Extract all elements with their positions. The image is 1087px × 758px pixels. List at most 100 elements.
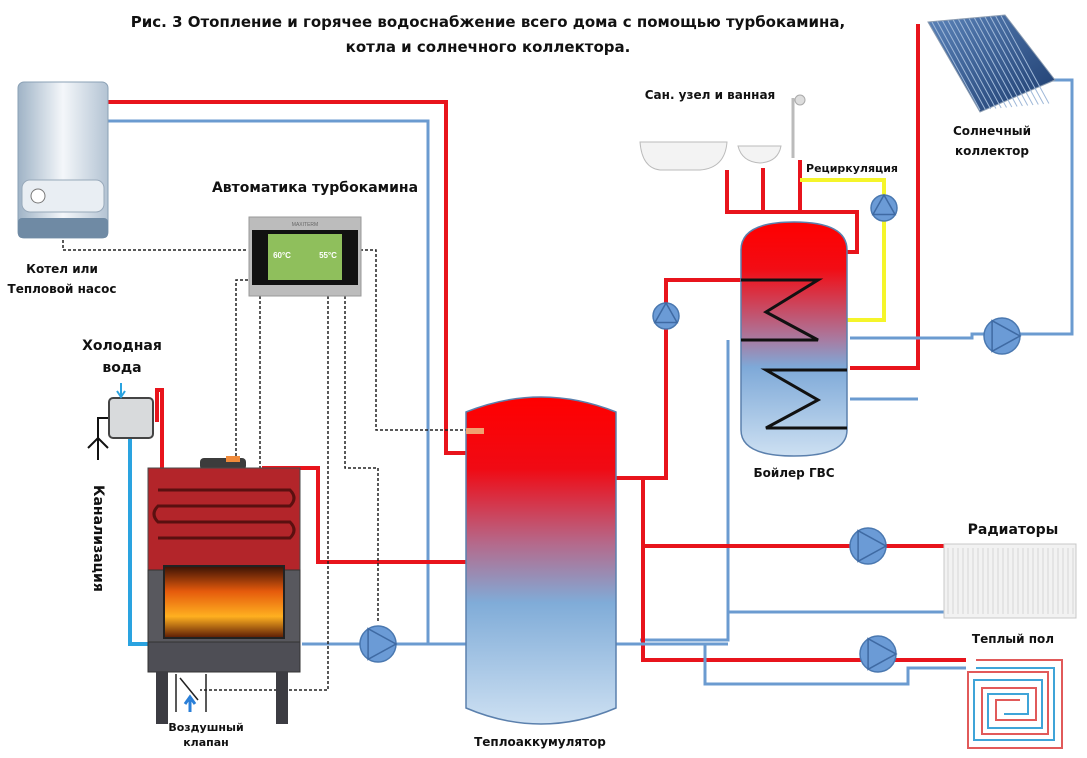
recirculation-label: Рециркуляция — [806, 162, 898, 175]
accumulator-to-dhw-coil — [616, 278, 760, 480]
floor-heating-label: Теплый пол — [972, 632, 1054, 646]
sewer-label: Канализация — [90, 485, 106, 592]
shower-head-icon — [794, 94, 806, 106]
flue-sensor-wire — [235, 279, 248, 460]
solar-tube — [1000, 15, 1050, 104]
solar-tube — [942, 20, 992, 110]
controller-brand: MAXITERM — [292, 222, 318, 228]
cold-water-label-1: Холодная — [82, 338, 162, 354]
recirculation-pipe — [800, 178, 886, 322]
solar-tube — [963, 18, 1013, 108]
solar-tube — [958, 19, 1007, 108]
boiler-base — [18, 218, 108, 238]
boiler-panel — [21, 179, 105, 213]
fixture-risers — [761, 160, 802, 212]
air-valve — [175, 674, 207, 712]
controller-panel: MAXITERM 60°C 55°C — [248, 216, 362, 297]
cold-water-tank — [108, 383, 154, 439]
solar-pump-icon — [983, 317, 1022, 355]
dhw-boiler — [740, 221, 848, 457]
solar-tube — [947, 20, 997, 109]
pumps — [359, 193, 1022, 673]
radiator — [943, 543, 1077, 619]
floor-heating-return-pipe — [703, 644, 966, 686]
controller-temp-left: 60°C — [273, 251, 291, 260]
flue-sensor — [226, 456, 240, 462]
sink-icon — [737, 145, 782, 164]
solar-label-1: Солнечный — [953, 124, 1031, 138]
solar-return-pipe — [850, 78, 1074, 340]
heat-accumulator — [465, 396, 617, 725]
bathroom-label: Сан. узел и ванная — [645, 88, 776, 102]
fireplace-circulation-pump-icon — [359, 625, 398, 663]
pipes — [87, 24, 1074, 686]
solar-tube — [936, 21, 986, 110]
fireplace-leg-right — [276, 672, 288, 724]
floor-heating-pump-icon — [859, 635, 898, 673]
solar-coil — [760, 368, 847, 430]
air-intake-arrow-icon — [183, 694, 197, 712]
bathtub-icon — [639, 141, 728, 171]
automation-label: Автоматика турбокамина — [212, 180, 418, 196]
solar-tube — [973, 17, 1023, 107]
fireplace — [147, 456, 301, 724]
dhw-coil-pump-icon — [652, 301, 680, 330]
floor-loop-hot — [967, 659, 1063, 749]
solar-tube — [995, 15, 1045, 105]
floor-heating-loop — [967, 659, 1063, 749]
radiator-pump-icon — [849, 527, 888, 565]
accumulator-sensor — [466, 428, 484, 434]
dhw-coil-return — [640, 340, 730, 642]
solar-tube — [979, 17, 1029, 106]
controller-temp-right: 55°C — [319, 251, 337, 260]
dhw-boiler-label: Бойлер ГВС — [753, 466, 834, 480]
accumulator-sensor-wire — [355, 249, 466, 431]
gas-boiler — [17, 81, 109, 239]
solar-tubes — [931, 15, 1050, 111]
controller-display — [268, 234, 342, 280]
boiler-knob-icon — [30, 188, 46, 204]
exchanger-coil — [152, 488, 296, 540]
floor-loop-cold — [973, 667, 1055, 741]
solar-tube — [989, 16, 1039, 105]
control-wires — [62, 240, 466, 691]
pump-control-wire — [344, 296, 379, 622]
fireplace-leg-left — [156, 672, 168, 724]
radiators-label: Радиаторы — [968, 522, 1059, 538]
title-line-1: Рис. 3 Отопление и горячее водоснабжение… — [131, 13, 845, 31]
solar-tube — [931, 21, 981, 111]
title-line-2: котла и солнечного коллектора. — [346, 38, 631, 56]
cold-water-pipe — [128, 412, 148, 646]
radiator-fins — [947, 548, 1074, 614]
cold-water-label-2: вода — [102, 360, 141, 376]
bathroom-hot-pipe — [725, 170, 859, 254]
boiler-label-2: Тепловой насос — [8, 282, 117, 296]
heat-exchanger — [147, 467, 301, 571]
air-valve-label-1: Воздушный — [168, 721, 243, 734]
bathroom-fixtures — [639, 94, 806, 171]
accumulator-label: Теплоаккумулятор — [474, 735, 606, 749]
solar-hot-pipe — [850, 24, 920, 370]
floor-heating-hot-pipe — [641, 478, 966, 662]
fire-window — [163, 565, 285, 639]
boiler-hot-pipe — [108, 100, 466, 455]
solar-collector — [927, 14, 1056, 113]
sewer-drain-pipe — [87, 417, 109, 460]
boiler-control-wire — [62, 240, 248, 251]
air-valve-wire — [200, 296, 329, 691]
ash-drawer — [147, 641, 301, 673]
expansion-tank — [108, 397, 154, 439]
solar-tube — [968, 18, 1018, 107]
fireplace-dhw-pipe — [155, 388, 164, 473]
solar-tube — [984, 16, 1034, 106]
boiler-body — [17, 81, 109, 239]
boiler-return-pipe — [108, 119, 430, 644]
boiler-label-1: Котел или — [26, 262, 98, 276]
recirculation-pump-icon — [870, 193, 898, 222]
air-valve-label-2: клапан — [183, 736, 229, 749]
upper-coil — [741, 278, 824, 342]
cold-inlet-arrow-icon — [116, 383, 126, 399]
solar-tube — [952, 19, 1002, 109]
radiator-body — [943, 543, 1077, 619]
